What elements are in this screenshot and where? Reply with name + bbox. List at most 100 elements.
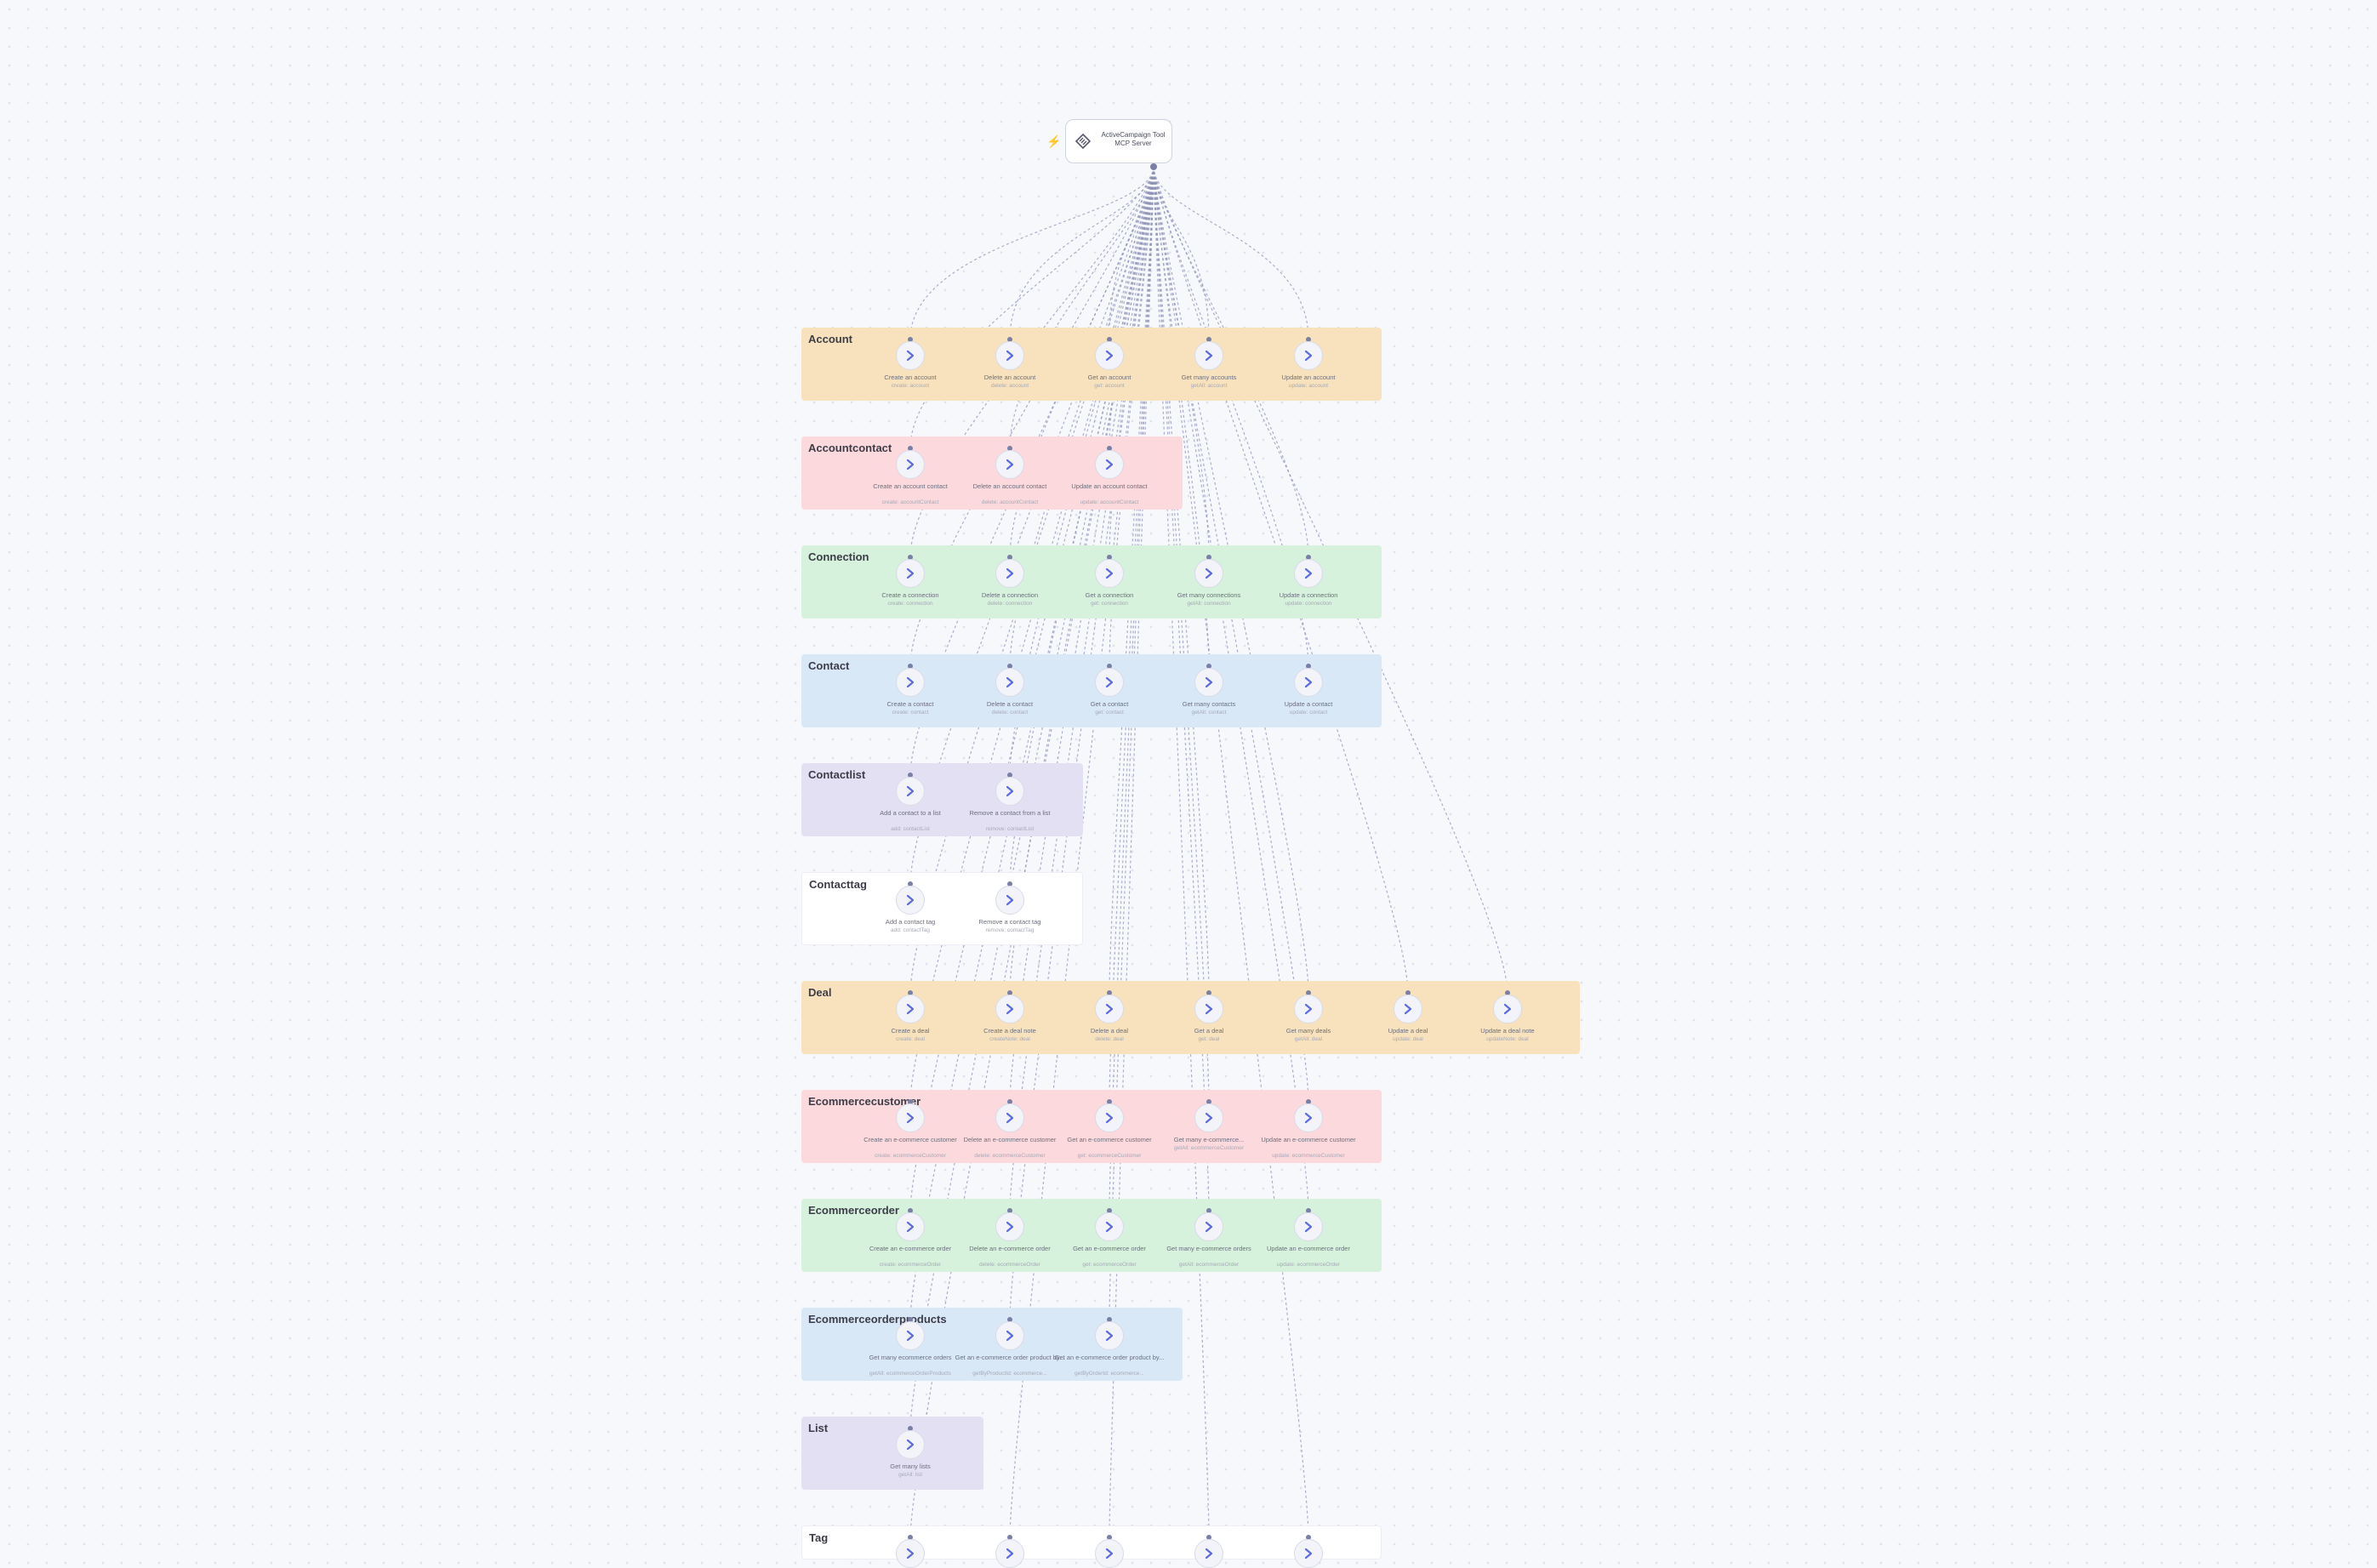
tool-circle[interactable] — [896, 668, 925, 697]
input-port[interactable] — [1306, 1208, 1311, 1213]
tool-circle[interactable] — [995, 1212, 1024, 1241]
input-port[interactable] — [1007, 1317, 1012, 1322]
tool-circle[interactable] — [1095, 1103, 1124, 1132]
tool-circle[interactable] — [1095, 995, 1124, 1023]
input-port[interactable] — [1206, 1099, 1211, 1104]
tool-circle[interactable] — [1294, 1103, 1323, 1132]
tool-circle[interactable] — [1294, 1212, 1323, 1241]
input-port[interactable] — [1007, 337, 1012, 342]
tool-circle[interactable] — [896, 995, 925, 1023]
tool-circle[interactable] — [1294, 668, 1323, 697]
input-port[interactable] — [908, 446, 913, 451]
group-title: Ecommerceorder — [808, 1204, 899, 1217]
tool-circle[interactable] — [1294, 559, 1323, 588]
tool-circle[interactable] — [995, 777, 1024, 806]
tool-circle[interactable] — [1294, 1539, 1323, 1568]
input-port[interactable] — [1306, 337, 1311, 342]
input-port[interactable] — [1107, 1317, 1112, 1322]
tool-circle[interactable] — [1194, 1212, 1223, 1241]
tool-label: Update a deal note — [1480, 1027, 1535, 1035]
input-port[interactable] — [908, 1317, 913, 1322]
input-port[interactable] — [908, 1208, 913, 1213]
input-port[interactable] — [908, 664, 913, 669]
tool-circle[interactable] — [995, 341, 1024, 370]
input-port[interactable] — [1007, 446, 1012, 451]
tool-circle[interactable] — [1194, 995, 1223, 1023]
input-port[interactable] — [1107, 1099, 1112, 1104]
tool-circle[interactable] — [1095, 1212, 1124, 1241]
input-port[interactable] — [1107, 446, 1112, 451]
input-port[interactable] — [1007, 990, 1012, 995]
tool-circle[interactable] — [1194, 559, 1223, 588]
input-port[interactable] — [1007, 773, 1012, 778]
input-port[interactable] — [1405, 990, 1411, 995]
input-port[interactable] — [1007, 1099, 1012, 1104]
input-port[interactable] — [1107, 1208, 1112, 1213]
mcp-server-trigger-node[interactable]: ActiveCampaign Tool MCP Server — [1065, 119, 1172, 163]
input-port[interactable] — [908, 1426, 913, 1431]
tool-circle[interactable] — [1194, 341, 1223, 370]
input-port[interactable] — [1007, 664, 1012, 669]
tool-circle[interactable] — [1194, 668, 1223, 697]
input-port[interactable] — [1007, 881, 1012, 887]
tool-circle[interactable] — [995, 450, 1024, 479]
tool-circle[interactable] — [896, 341, 925, 370]
input-port[interactable] — [1206, 337, 1211, 342]
tool-circle[interactable] — [1095, 1539, 1124, 1568]
tool-label: Get an e-commerce order product by... — [1054, 1354, 1165, 1361]
input-port[interactable] — [1007, 555, 1012, 560]
tool-circle[interactable] — [1194, 1539, 1223, 1568]
input-port[interactable] — [908, 773, 913, 778]
tool-circle[interactable] — [995, 1103, 1024, 1132]
tool-label: Delete an e-commerce order — [969, 1245, 1051, 1252]
tool-circle[interactable] — [1095, 559, 1124, 588]
tool-circle[interactable] — [1095, 1321, 1124, 1350]
tool-circle[interactable] — [995, 1321, 1024, 1350]
tool-subtitle: get: deal — [1198, 1036, 1220, 1042]
tool-circle[interactable] — [995, 559, 1024, 588]
input-port[interactable] — [908, 1099, 913, 1104]
input-port[interactable] — [1206, 990, 1211, 995]
tool-circle[interactable] — [995, 886, 1024, 915]
tool-circle[interactable] — [1493, 995, 1522, 1023]
input-port[interactable] — [1306, 555, 1311, 560]
input-port[interactable] — [1107, 555, 1112, 560]
input-port[interactable] — [1206, 664, 1211, 669]
input-port[interactable] — [1505, 990, 1510, 995]
tool-circle[interactable] — [896, 450, 925, 479]
tool-circle[interactable] — [896, 886, 925, 915]
tool-circle[interactable] — [896, 777, 925, 806]
tool-circle[interactable] — [995, 668, 1024, 697]
tool-circle[interactable] — [1095, 450, 1124, 479]
tool-circle[interactable] — [896, 1103, 925, 1132]
input-port[interactable] — [1007, 1208, 1012, 1213]
tool-circle[interactable] — [1294, 341, 1323, 370]
input-port[interactable] — [1107, 990, 1112, 995]
tool-circle[interactable] — [896, 559, 925, 588]
tool-circle[interactable] — [896, 1321, 925, 1350]
input-port[interactable] — [1206, 555, 1211, 560]
input-port[interactable] — [1107, 337, 1112, 342]
input-port[interactable] — [908, 555, 913, 560]
input-port[interactable] — [1206, 1208, 1211, 1213]
tool-circle[interactable] — [896, 1430, 925, 1459]
tool-circle[interactable] — [1095, 341, 1124, 370]
input-port[interactable] — [908, 337, 913, 342]
tool-circle[interactable] — [1095, 668, 1124, 697]
input-port[interactable] — [908, 881, 913, 887]
tool-circle[interactable] — [896, 1539, 925, 1568]
input-port[interactable] — [908, 990, 913, 995]
tool-circle[interactable] — [995, 1539, 1024, 1568]
input-port[interactable] — [1107, 664, 1112, 669]
tool-circle[interactable] — [1294, 995, 1323, 1023]
tool-label: Create a connection — [881, 591, 939, 599]
tool-circle[interactable] — [995, 995, 1024, 1023]
input-port[interactable] — [1306, 1099, 1311, 1104]
input-port[interactable] — [1306, 664, 1311, 669]
tool-circle[interactable] — [896, 1212, 925, 1241]
tool-circle[interactable] — [1394, 995, 1422, 1023]
output-port[interactable] — [1150, 163, 1157, 170]
input-port[interactable] — [1306, 990, 1311, 995]
tool-circle[interactable] — [1194, 1103, 1223, 1132]
